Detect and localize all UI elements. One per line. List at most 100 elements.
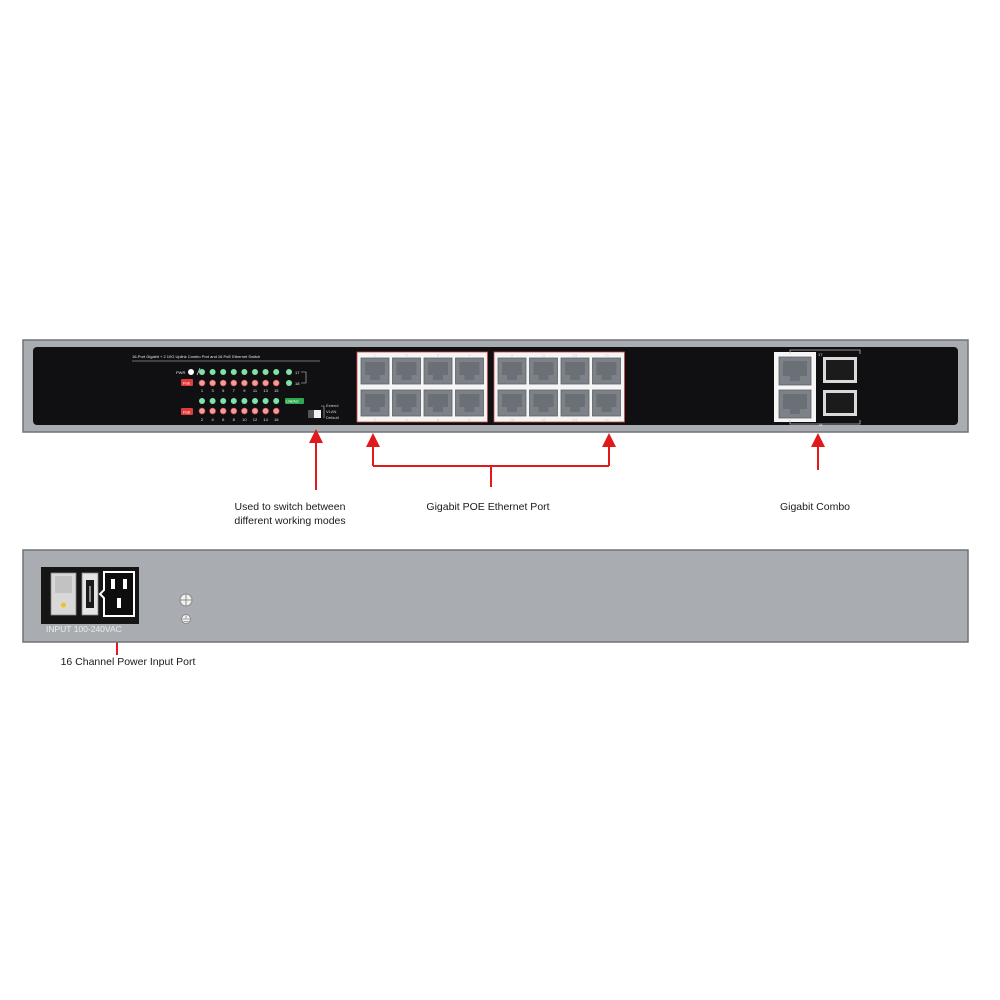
combo-led-label-18: 18 bbox=[295, 381, 300, 386]
led-number-11: 11 bbox=[253, 388, 258, 393]
combo-led-bracket bbox=[301, 371, 307, 384]
combo-rj45-port-18[interactable] bbox=[778, 389, 812, 419]
combo-rj45-port-18-socket bbox=[783, 394, 807, 414]
callout-power-input: 16 Channel Power Input Port bbox=[61, 656, 196, 668]
poe-port-8[interactable] bbox=[455, 389, 484, 417]
inlet-pin-ground bbox=[117, 598, 121, 608]
poe-port-10[interactable] bbox=[497, 389, 527, 417]
front-panel: 16-Port Gigabit + 2 10G Uplink Combo Por… bbox=[22, 339, 969, 433]
poe-port-11-socket bbox=[533, 362, 554, 380]
link-led-6 bbox=[220, 398, 227, 404]
sfp-port-18-cage bbox=[826, 393, 854, 413]
power-input-label: INPUT 100-240VAC bbox=[46, 624, 122, 634]
poe-port-16[interactable] bbox=[592, 389, 621, 417]
poe-port-13[interactable] bbox=[560, 357, 590, 385]
poe-port-4[interactable] bbox=[392, 389, 421, 417]
link-led-4 bbox=[209, 398, 216, 404]
poe-port-15-socket bbox=[596, 362, 617, 380]
port-number-10: 10 bbox=[510, 417, 515, 422]
poe-port-1[interactable] bbox=[360, 357, 390, 385]
poe-led-14 bbox=[262, 407, 269, 415]
combo-led-17 bbox=[286, 369, 292, 375]
poe-port-13-socket bbox=[565, 362, 585, 380]
iec-power-inlet[interactable] bbox=[98, 571, 135, 617]
rear-panel: INPUT 100-240VAC bbox=[22, 549, 969, 643]
poe-port-7[interactable] bbox=[455, 357, 484, 385]
port-number-7: 7 bbox=[468, 353, 471, 358]
poe-led-8 bbox=[230, 407, 238, 415]
poe-port-7-socket bbox=[459, 362, 480, 380]
port-number-14: 14 bbox=[573, 417, 578, 422]
poe-port-12[interactable] bbox=[529, 389, 558, 417]
power-rocker-top[interactable] bbox=[55, 576, 72, 593]
poe-port-2[interactable] bbox=[360, 389, 390, 417]
poe-port-4-socket bbox=[396, 394, 417, 412]
link-led-16 bbox=[273, 398, 280, 404]
led-number-7: 7 bbox=[233, 388, 236, 393]
led-number-5: 5 bbox=[222, 388, 225, 393]
link-led-8 bbox=[230, 398, 237, 404]
port-number-13: 13 bbox=[573, 353, 578, 358]
mode-switch-body[interactable] bbox=[308, 410, 321, 418]
combo-rj45-port-17[interactable] bbox=[778, 356, 812, 386]
poe-port-9-socket bbox=[502, 362, 522, 380]
led-number-6: 6 bbox=[222, 417, 225, 422]
led-number-2: 2 bbox=[201, 417, 204, 422]
poe-badge-top bbox=[181, 379, 193, 386]
poe-led-15 bbox=[272, 379, 280, 387]
callout-mode-line1: Used to switch between bbox=[235, 501, 346, 513]
poe-port-3-socket bbox=[396, 362, 417, 380]
poe-led-12 bbox=[251, 407, 259, 415]
inlet-pin-1 bbox=[111, 579, 115, 589]
link-led-14 bbox=[262, 398, 269, 404]
callout-poe-ports: Gigabit POE Ethernet Port bbox=[426, 501, 549, 513]
mode-switch[interactable]: Extend VLAN Default bbox=[308, 403, 340, 420]
port-number-16: 16 bbox=[604, 417, 609, 422]
led-number-15: 15 bbox=[274, 388, 279, 393]
port-number-3: 3 bbox=[405, 353, 408, 358]
poe-port-6[interactable] bbox=[423, 389, 453, 417]
poe-led-13 bbox=[262, 379, 269, 387]
callouts: Used to switch between different working… bbox=[61, 429, 850, 668]
combo-led-label-17: 17 bbox=[295, 370, 300, 375]
link-led-2 bbox=[199, 398, 205, 404]
mode-switch-slider[interactable] bbox=[308, 410, 314, 418]
poe-port-15[interactable] bbox=[592, 357, 621, 385]
combo-rj45-port-17-socket bbox=[783, 361, 807, 381]
poe-port-3[interactable] bbox=[392, 357, 421, 385]
callout-combo: Gigabit Combo bbox=[780, 501, 850, 513]
link-led-7 bbox=[230, 369, 237, 375]
port-number-11: 11 bbox=[541, 353, 546, 358]
link-led-9 bbox=[241, 369, 248, 375]
poe-port-12-socket bbox=[533, 394, 554, 412]
sfp-port-18[interactable] bbox=[823, 390, 857, 416]
port-number-8: 8 bbox=[468, 417, 471, 422]
poe-port-14-socket bbox=[565, 394, 585, 412]
inlet-pin-2 bbox=[123, 579, 127, 589]
poe-port-8-socket bbox=[459, 394, 480, 412]
rear-panel-chassis bbox=[22, 549, 969, 643]
link-led-15 bbox=[273, 369, 280, 375]
mode-label-default: Default bbox=[326, 415, 340, 420]
ground-screw-cross bbox=[180, 594, 192, 606]
poe-port-14[interactable] bbox=[560, 389, 590, 417]
port-number-1: 1 bbox=[374, 353, 377, 358]
poe-port-2-socket bbox=[365, 394, 385, 412]
poe-port-5[interactable] bbox=[423, 357, 453, 385]
combo-bottom-bracket bbox=[789, 420, 861, 425]
led-number-8: 8 bbox=[233, 417, 236, 422]
poe-port-5-socket bbox=[428, 362, 448, 380]
poe-led-3 bbox=[209, 379, 216, 387]
model-text: 16-Port Gigabit + 2 10G Uplink Combo Por… bbox=[132, 354, 260, 359]
pwr-separator bbox=[196, 367, 201, 376]
link-led-5 bbox=[220, 369, 227, 375]
port-number-12: 12 bbox=[541, 417, 546, 422]
poe-port-11[interactable] bbox=[529, 357, 558, 385]
sfp-port-17-cage bbox=[826, 360, 854, 380]
sfp-port-17[interactable] bbox=[823, 357, 857, 383]
poe-port-6-socket bbox=[428, 394, 448, 412]
power-rocker-indicator bbox=[61, 602, 66, 608]
poe-port-9[interactable] bbox=[497, 357, 527, 385]
